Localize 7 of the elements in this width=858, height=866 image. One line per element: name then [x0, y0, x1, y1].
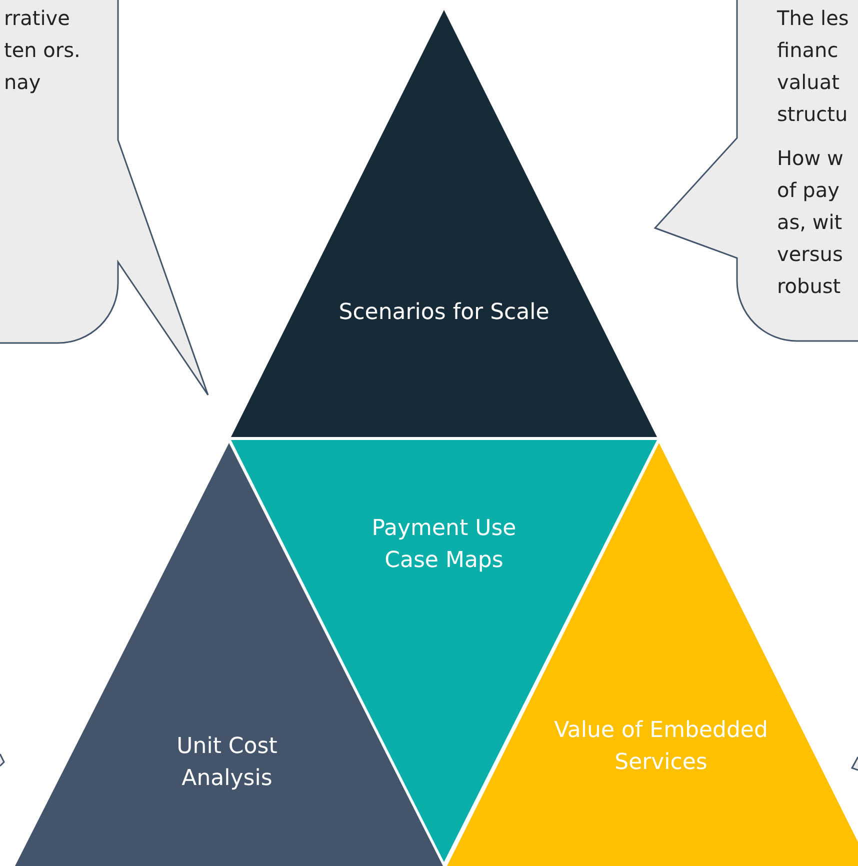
- segment-label: Unit Cost Analysis: [176, 733, 278, 793]
- callout-text: How w of pay as, wit versus robust: [777, 145, 844, 300]
- callout-text: rrative ten ors. nay: [4, 5, 82, 96]
- segment-label: Payment Use Case Maps: [370, 515, 518, 575]
- callout-text: The les financ valuat structu: [777, 5, 850, 128]
- segment-label: Scenarios for Scale: [338, 299, 550, 327]
- segment-label: Value of Embedded Services: [553, 717, 769, 777]
